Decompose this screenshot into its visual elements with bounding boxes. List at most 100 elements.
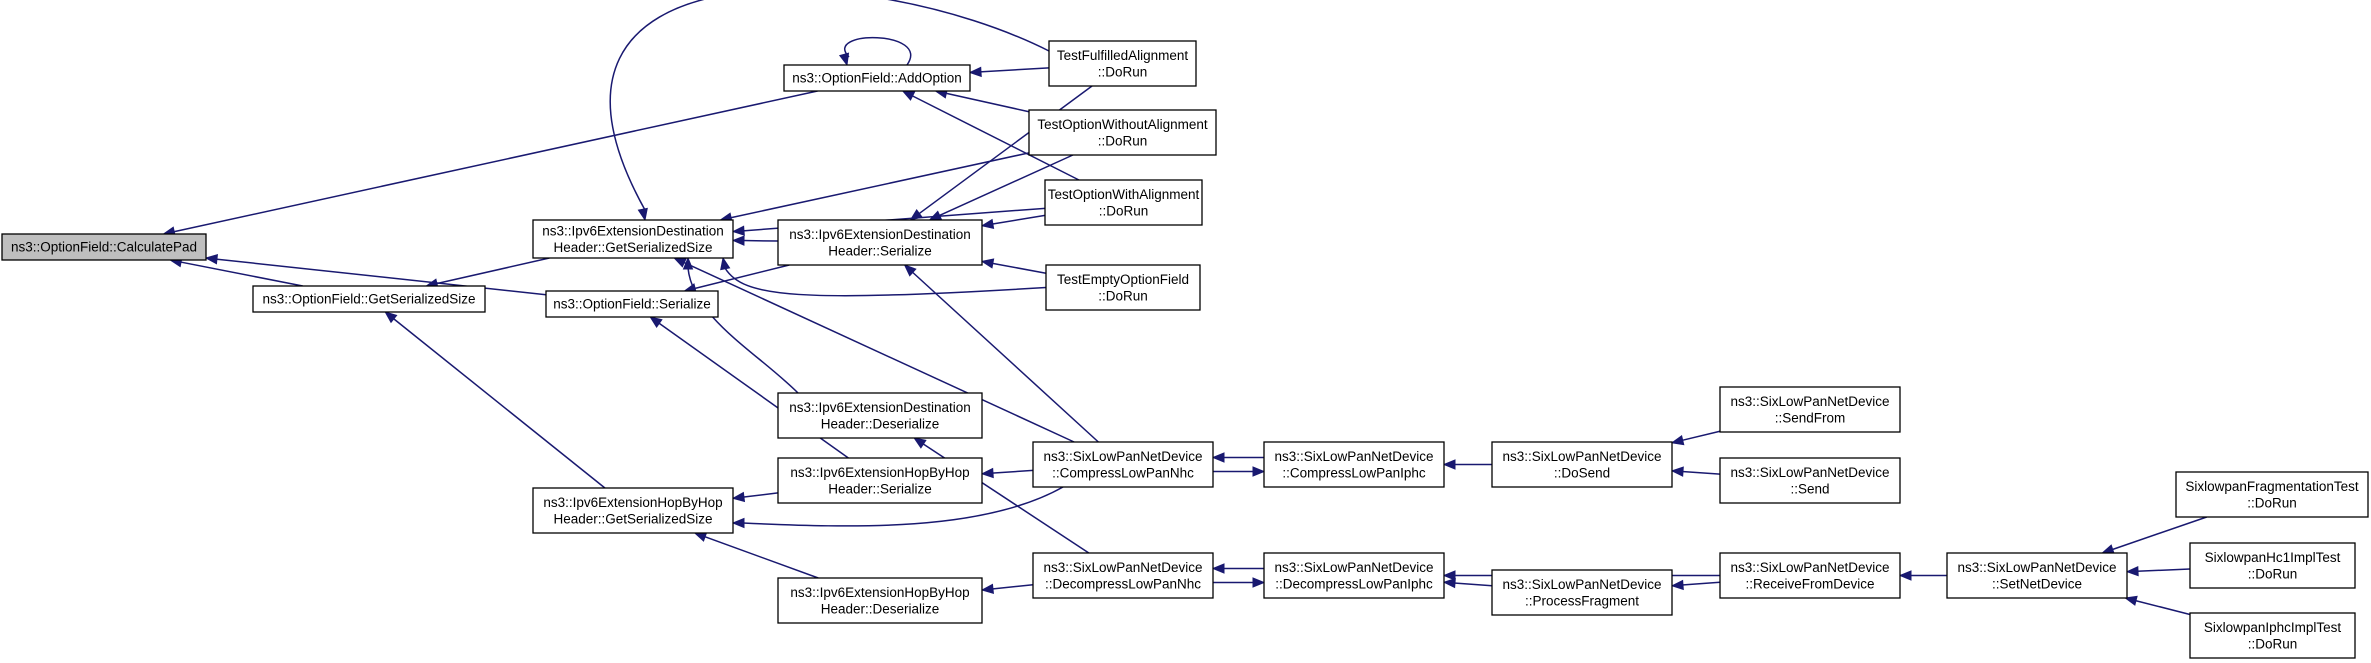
- node-label-line: ns3::SixLowPanNetDevice: [1730, 465, 1889, 480]
- edge-dest_getsize-to-of_getsize: [435, 257, 550, 285]
- node-label-line: ns3::OptionField::AddOption: [792, 71, 962, 86]
- edge-t_without-to-dest_getsize: [729, 152, 1030, 219]
- node-processfrag[interactable]: ns3::SixLowPanNetDevice::ProcessFragment: [1491, 569, 1673, 616]
- arrowhead-receivefrom-to-processfrag: [1670, 579, 1684, 591]
- arrowhead-t_with-to-dest_getsize: [731, 225, 745, 236]
- node-t_with[interactable]: TestOptionWithAlignment::DoRun: [1044, 179, 1203, 226]
- node-dest_getsize[interactable]: ns3::Ipv6ExtensionDestinationHeader::Get…: [532, 219, 734, 259]
- arrowhead-compress_nhc-to-dest_serialize: [903, 264, 917, 277]
- node-compress_iphc[interactable]: ns3::SixLowPanNetDevice::CompressLowPanI…: [1263, 441, 1445, 488]
- node-receivefrom[interactable]: ns3::SixLowPanNetDevice::ReceiveFromDevi…: [1719, 552, 1901, 599]
- node-box: [1263, 441, 1445, 488]
- node-box: [777, 392, 983, 439]
- node-label-line: ns3::OptionField::GetSerializedSize: [262, 292, 475, 307]
- node-box: [532, 219, 734, 259]
- node-box: [1491, 441, 1673, 488]
- node-box: [532, 487, 734, 534]
- arrowhead-decompress_iphc-to-decompress_nhc: [1211, 563, 1225, 574]
- edge-t_with-to-addoption: [911, 94, 1080, 181]
- node-box: [1263, 552, 1445, 599]
- node-label-line: Header::GetSerializedSize: [553, 511, 712, 526]
- node-t_fulfilled[interactable]: TestFulfilledAlignment::DoRun: [1048, 40, 1197, 87]
- arrowhead-t_fulfilled-to-dest_getsize: [637, 207, 648, 222]
- node-send[interactable]: ns3::SixLowPanNetDevice::Send: [1719, 457, 1901, 504]
- arrowhead-hbh_serialize-to-hbh_getsize: [731, 491, 746, 503]
- node-calcpad[interactable]: ns3::OptionField::CalculatePad: [1, 233, 207, 261]
- arrowhead-decompress_nhc-to-hbh_deserialize: [980, 583, 994, 595]
- node-label-line: ::DoRun: [1098, 133, 1148, 148]
- node-of_getsize[interactable]: ns3::OptionField::GetSerializedSize: [252, 285, 486, 313]
- edge-hbh_getsize-to-of_getsize: [392, 317, 606, 489]
- arrowhead-compress_iphc-to-compress_nhc: [1211, 452, 1225, 463]
- arrowhead-hbh_serialize-to-of_serialize: [649, 316, 663, 328]
- node-hbh_deserialize[interactable]: ns3::Ipv6ExtensionHopByHopHeader::Deseri…: [777, 577, 983, 624]
- node-dest_deserialize[interactable]: ns3::Ipv6ExtensionDestinationHeader::Des…: [777, 392, 983, 439]
- edge-compress_nhc-to-hbh_serialize: [991, 469, 1034, 474]
- node-label-line: ::CompressLowPanNhc: [1052, 465, 1194, 480]
- node-label-line: ::CompressLowPanIphc: [1282, 465, 1426, 480]
- arrowhead-sendfrom-to-dosend: [1670, 434, 1685, 446]
- arrowhead-t_without-to-dest_serialize: [928, 210, 943, 221]
- node-setnetdevice[interactable]: ns3::SixLowPanNetDevice::SetNetDevice: [1946, 552, 2128, 599]
- node-box: [1491, 569, 1673, 616]
- node-t_empty[interactable]: TestEmptyOptionField::DoRun: [1045, 264, 1201, 311]
- node-label-line: ns3::SixLowPanNetDevice: [1730, 560, 1889, 575]
- node-decompress_iphc[interactable]: ns3::SixLowPanNetDevice::DecompressLowPa…: [1263, 552, 1445, 599]
- edge-addoption-to-addoption: [844, 37, 912, 66]
- node-label-line: SixlowpanFragmentationTest: [2185, 479, 2359, 494]
- node-decompress_nhc[interactable]: ns3::SixLowPanNetDevice::DecompressLowPa…: [1032, 552, 1214, 599]
- edge-t_without-to-dest_serialize: [938, 154, 1074, 217]
- node-t_iphc[interactable]: SixlowpanIphcImplTest::DoRun: [2189, 612, 2356, 659]
- arrowhead-t_fulfilled-to-addoption: [968, 66, 982, 78]
- node-label-line: ::DecompressLowPanIphc: [1275, 576, 1433, 591]
- node-t_hc1[interactable]: SixlowpanHc1ImplTest::DoRun: [2189, 542, 2356, 589]
- arrowhead-compress_nhc-to-compress_iphc: [1252, 466, 1266, 477]
- edge-compress_nhc-to-hbh_getsize: [742, 486, 1064, 527]
- node-label-line: ::DoRun: [2248, 636, 2298, 651]
- node-label-line: ns3::SixLowPanNetDevice: [1274, 560, 1433, 575]
- node-label-line: Header::Deserialize: [821, 601, 940, 616]
- edge-receivefrom-to-processfrag: [1681, 581, 1721, 586]
- node-box: [545, 290, 719, 318]
- node-label-line: ns3::SixLowPanNetDevice: [1274, 449, 1433, 464]
- node-label-line: ::ReceiveFromDevice: [1745, 576, 1874, 591]
- node-hbh_serialize[interactable]: ns3::Ipv6ExtensionHopByHopHeader::Serial…: [777, 457, 983, 504]
- arrowhead-send-to-dosend: [1670, 466, 1684, 477]
- arrowhead-receivefrom-to-decompress_iphc: [1442, 570, 1456, 581]
- arrowhead-of_serialize-to-calcpad: [204, 254, 218, 265]
- node-label-line: ns3::Ipv6ExtensionHopByHop: [543, 495, 722, 510]
- node-dest_serialize[interactable]: ns3::Ipv6ExtensionDestinationHeader::Ser…: [777, 219, 983, 266]
- node-label-line: TestEmptyOptionField: [1057, 272, 1189, 287]
- edge-t_empty-to-dest_serialize: [991, 262, 1047, 274]
- arrowhead-decompress_nhc-to-dest_deserialize: [913, 437, 927, 449]
- arrowhead-addoption-to-addoption: [838, 52, 850, 67]
- node-t_frag[interactable]: SixlowpanFragmentationTest::DoRun: [2175, 471, 2369, 518]
- edge-t_frag-to-setnetdevice: [2111, 516, 2207, 551]
- node-label-line: ::DoRun: [2248, 566, 2298, 581]
- node-hbh_getsize[interactable]: ns3::Ipv6ExtensionHopByHopHeader::GetSer…: [532, 487, 734, 534]
- node-box: [2175, 471, 2369, 518]
- arrowhead-dest_serialize-to-dest_getsize: [731, 235, 745, 246]
- node-label-line: ::DoRun: [1099, 203, 1149, 218]
- node-box: [252, 285, 486, 313]
- node-addoption[interactable]: ns3::OptionField::AddOption: [783, 64, 971, 92]
- node-label-line: ns3::SixLowPanNetDevice: [1502, 449, 1661, 464]
- node-label-line: ::SendFrom: [1775, 410, 1846, 425]
- node-of_serialize[interactable]: ns3::OptionField::Serialize: [545, 290, 719, 318]
- node-sendfrom[interactable]: ns3::SixLowPanNetDevice::SendFrom: [1719, 386, 1901, 433]
- node-compress_nhc[interactable]: ns3::SixLowPanNetDevice::CompressLowPanN…: [1032, 441, 1214, 488]
- node-t_without[interactable]: TestOptionWithoutAlignment::DoRun: [1028, 109, 1217, 156]
- edge-processfrag-to-decompress_iphc: [1453, 582, 1493, 587]
- arrowhead-t_with-to-dest_serialize: [980, 218, 995, 230]
- arrowhead-hbh_deserialize-to-hbh_getsize: [693, 532, 708, 542]
- node-box: [1028, 109, 1217, 156]
- node-box: [1044, 179, 1203, 226]
- node-box: [2189, 612, 2356, 659]
- node-label-line: ns3::SixLowPanNetDevice: [1957, 560, 2116, 575]
- node-label-line: ns3::SixLowPanNetDevice: [1502, 577, 1661, 592]
- edge-compress_nhc-to-dest_serialize: [911, 271, 1099, 443]
- node-label-line: ns3::Ipv6ExtensionDestination: [789, 400, 971, 415]
- node-dosend[interactable]: ns3::SixLowPanNetDevice::DoSend: [1491, 441, 1673, 488]
- node-label-line: ns3::Ipv6ExtensionHopByHop: [790, 465, 969, 480]
